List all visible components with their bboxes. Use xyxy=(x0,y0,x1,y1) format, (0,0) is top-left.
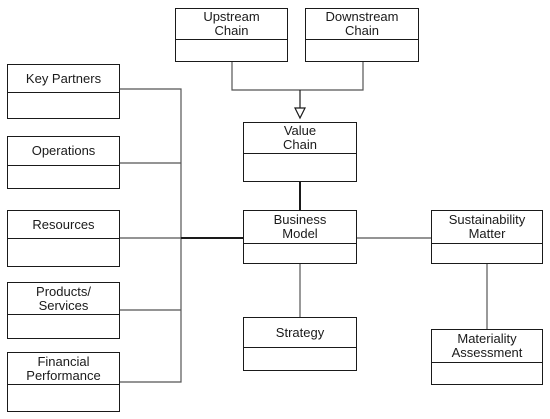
resources-title: Resources xyxy=(8,211,119,239)
operations-box[interactable]: Operations xyxy=(7,136,120,189)
products-services-box[interactable]: Products/Services xyxy=(7,282,120,339)
key-partners-title: Key Partners xyxy=(8,65,119,93)
resources-box[interactable]: Resources xyxy=(7,210,120,267)
strategy-title: Strategy xyxy=(244,318,356,348)
arrowhead-value-chain xyxy=(294,107,306,120)
connector-downstream xyxy=(300,62,364,91)
products-services-title: Products/Services xyxy=(8,283,119,315)
connector-upstream xyxy=(231,62,300,91)
connector-key-partners xyxy=(120,88,182,383)
operations-title: Operations xyxy=(8,137,119,166)
strategy-box[interactable]: Strategy xyxy=(243,317,357,371)
key-partners-box[interactable]: Key Partners xyxy=(7,64,120,119)
